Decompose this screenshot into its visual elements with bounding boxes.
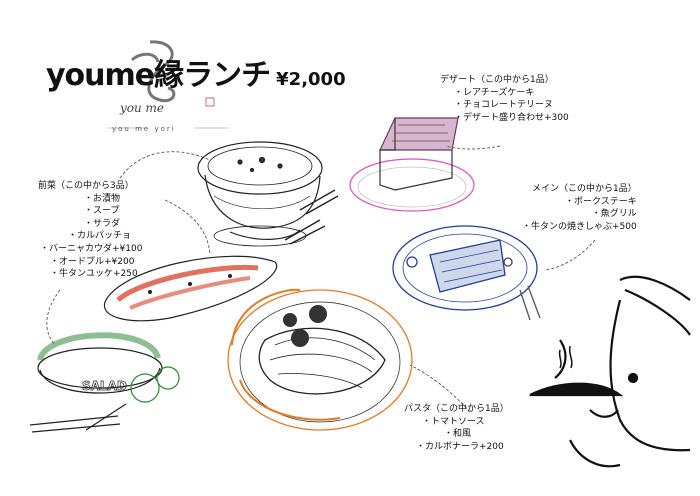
- menu-item: ・牛タンの焼きしゃぶ+500: [522, 221, 637, 232]
- logo-swirl: [130, 40, 176, 103]
- chef-illustration: [529, 275, 691, 468]
- arrow-to-pasta: [409, 364, 471, 413]
- dessert-heading: デザート（この中から1品）: [440, 75, 554, 85]
- logo-caption: you me yori: [112, 125, 176, 133]
- menu-item: ・牛タンユッケ+250: [50, 269, 138, 280]
- title-main: youme縁ランチ: [46, 58, 271, 93]
- menu-item: ・デザート盛り合わせ+300: [454, 112, 569, 123]
- main-heading: メイン（この中から1品）: [532, 184, 637, 194]
- menu-item: ・ポークステーキ: [565, 196, 637, 207]
- pasta-menu: パスタ（この中から1品） ・トマトソース ・和風 ・カルボナーラ+200: [404, 403, 509, 453]
- page-title: youme縁ランチ ¥2,000: [46, 50, 346, 94]
- menu-item: ・お漬物: [84, 193, 121, 204]
- menu-item: ・スープ: [84, 206, 120, 217]
- dessert-menu: デザート（この中から1品） ・レアチーズケーキ ・チョコレートテリーヌ ・デザー…: [440, 74, 569, 124]
- menu-item: ・魚グリル: [591, 209, 637, 220]
- carpaccio-illustration: [103, 255, 278, 322]
- salad-label: SALAD: [82, 379, 127, 393]
- pasta-plate-illustration: [227, 288, 413, 431]
- menu-item: ・サラダ: [84, 218, 121, 229]
- menu-item: ・チョコレートテリーヌ: [454, 100, 554, 111]
- menu-item: ・バーニャカウダ+¥100: [40, 243, 143, 254]
- menu-item: ・トマトソース: [422, 416, 485, 427]
- arrow-to-soup: [119, 151, 211, 179]
- arrow-to-carpaccio: [164, 199, 211, 256]
- logo-stamp: [205, 97, 215, 107]
- logo-script: you me: [119, 101, 164, 115]
- main-steak-plate-illustration: [392, 225, 541, 321]
- main-menu: メイン（この中から1品） ・ポークステーキ ・魚グリル ・牛タンの焼きしゃぶ+5…: [522, 183, 637, 233]
- soup-bowl-illustration: [197, 141, 339, 247]
- zensai-heading: 前菜（この中から3品）: [38, 181, 134, 191]
- arrow-connectors: [46, 145, 596, 413]
- menu-item: ・オードブル+¥200: [50, 256, 135, 267]
- arrow-to-salad: [46, 289, 61, 346]
- title-price: ¥2,000: [276, 69, 346, 90]
- zensai-menu: 前菜（この中から3品） ・お漬物 ・スープ ・サラダ ・カルパッチョ ・バーニャ…: [38, 180, 142, 281]
- menu-item: ・カルボナーラ+200: [416, 441, 504, 452]
- arrow-to-dessert: [444, 145, 501, 150]
- menu-item: ・和風: [444, 429, 472, 440]
- menu-item: ・カルパッチョ: [68, 231, 132, 242]
- arrow-to-main: [544, 239, 596, 271]
- pasta-heading: パスタ（この中から1品）: [404, 404, 509, 414]
- salad-bowl-illustration: SALAD: [29, 332, 180, 433]
- dessert-cake-illustration: [349, 117, 475, 212]
- menu-item: ・レアチーズケーキ: [454, 87, 535, 98]
